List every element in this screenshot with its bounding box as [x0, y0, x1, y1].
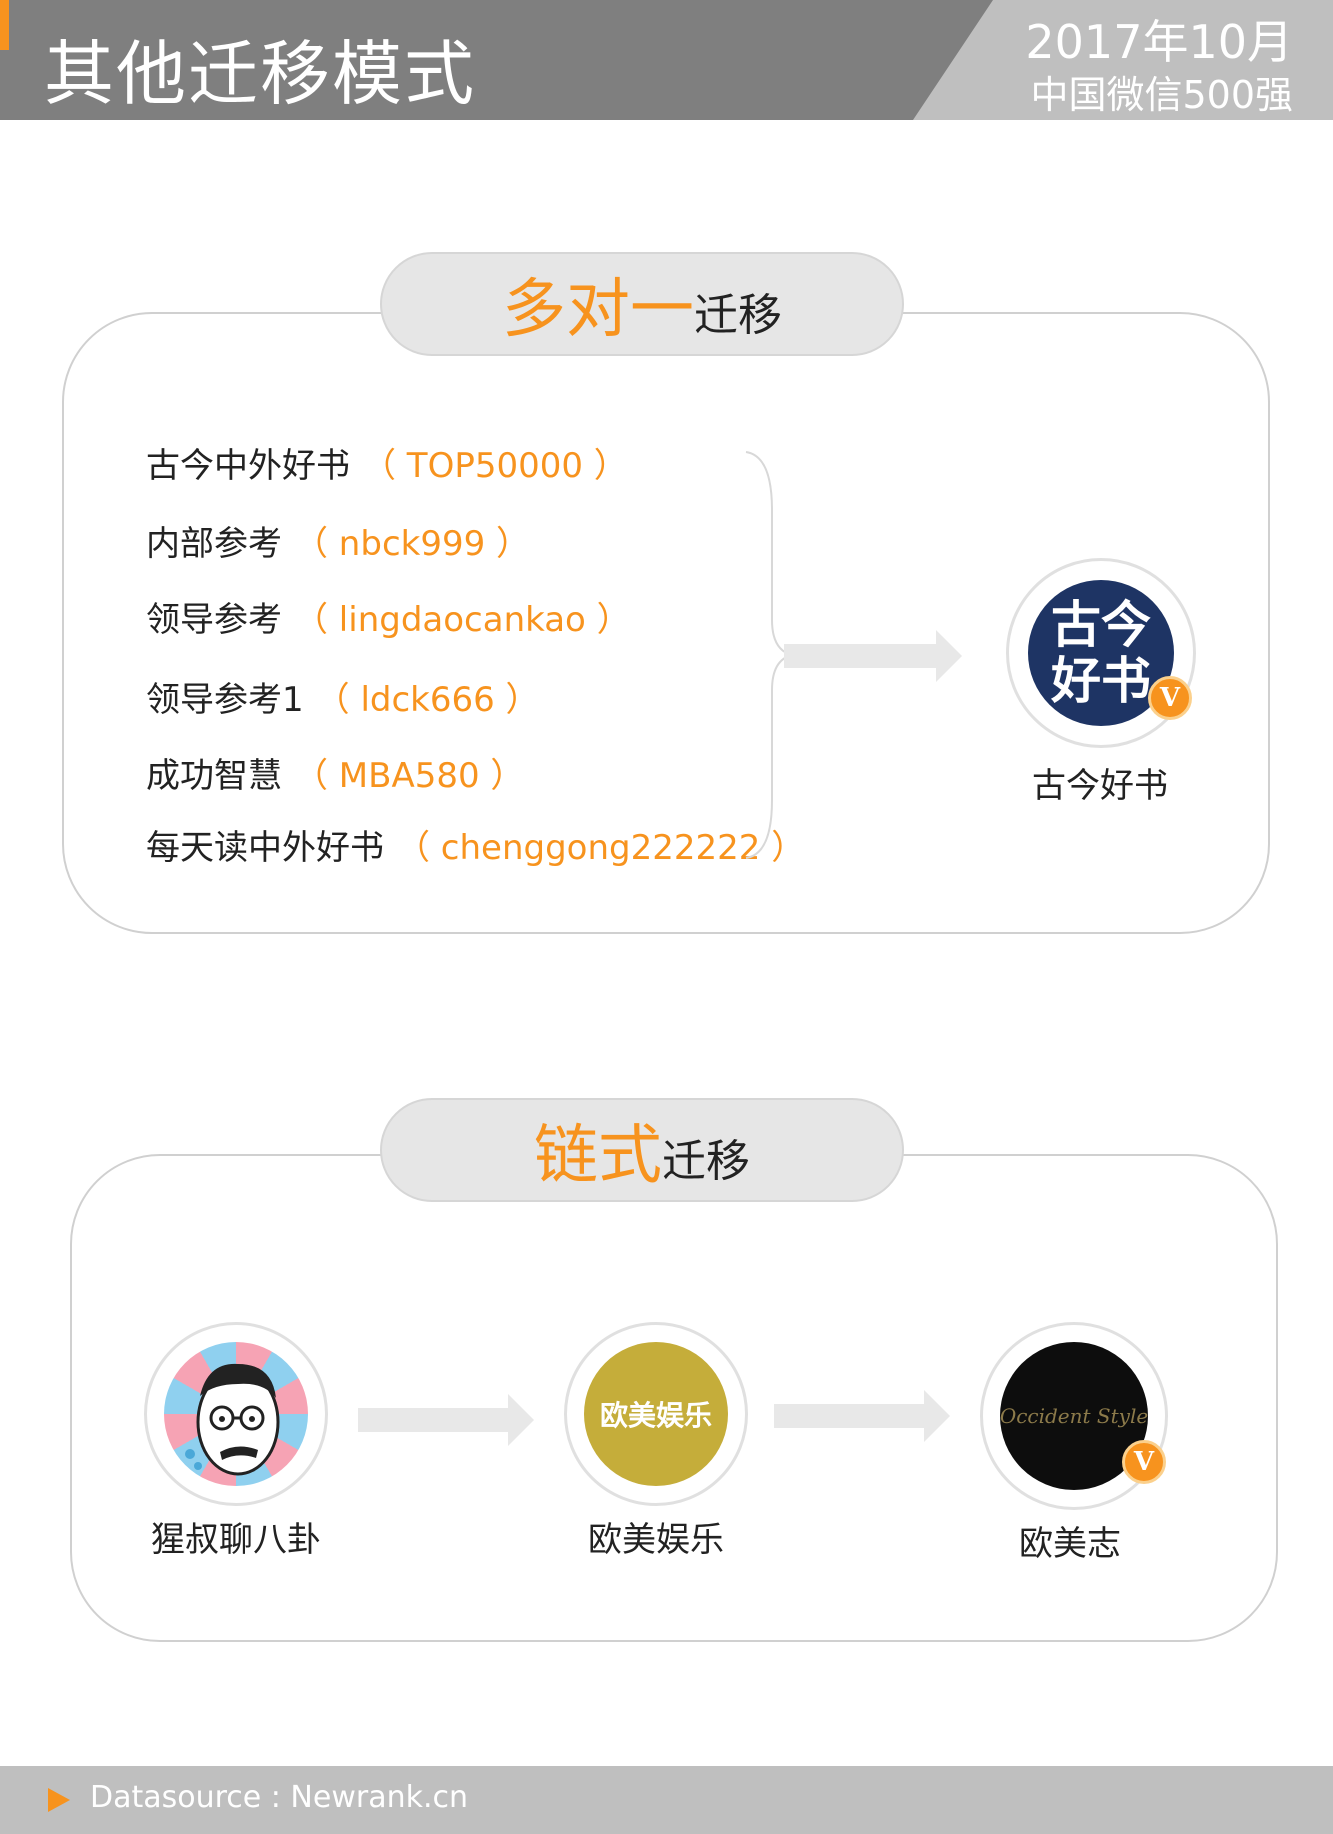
- source-id: （ chenggong222222 ）: [396, 827, 806, 868]
- footer-bar: Datasource : Newrank.cn: [0, 1766, 1333, 1834]
- cartoon-face-avatar: [164, 1342, 308, 1486]
- source-item: 每天读中外好书 （ chenggong222222 ）: [146, 816, 805, 872]
- logo-text-line1: 古今: [1051, 596, 1151, 654]
- source-id: （ MBA580 ）: [294, 755, 525, 796]
- source-item: 内部参考 （ nbck999 ）: [146, 512, 530, 568]
- target-account-label: 古今好书: [1032, 766, 1168, 806]
- verified-badge-icon: V: [1122, 1440, 1166, 1484]
- logo-text: 欧美娱乐: [599, 1399, 712, 1432]
- source-name: 内部参考: [146, 523, 282, 564]
- chain-title-rest: 迁移: [662, 1136, 750, 1187]
- cartoon-face-icon: [185, 1363, 280, 1476]
- source-item: 成功智慧 （ MBA580 ）: [146, 744, 524, 800]
- arrow-right-icon: [774, 1390, 950, 1442]
- many-to-one-title-rest: 迁移: [694, 290, 782, 341]
- page-title: 其他迁移模式: [44, 33, 476, 115]
- logo-text-line2: 好书: [1051, 652, 1151, 710]
- source-item: 领导参考1 （ ldck666 ）: [146, 668, 540, 724]
- source-id: （ ldck666 ）: [315, 679, 540, 720]
- account-label: 猩叔聊八卦: [151, 1520, 321, 1560]
- many-to-one-title-highlight: 多对一: [502, 273, 694, 347]
- source-name: 每天读中外好书: [146, 827, 384, 868]
- play-triangle-icon: [48, 1788, 70, 1812]
- header-date: 2017年10月: [1025, 15, 1293, 69]
- many-to-one-title: 多对一 迁移: [380, 252, 904, 356]
- verified-badge-icon: V: [1148, 676, 1192, 720]
- chain-title-highlight: 链式: [534, 1119, 662, 1193]
- source-id: （ TOP50000 ）: [362, 445, 628, 486]
- account-label: 欧美志: [1019, 1524, 1121, 1564]
- header-right-block: [913, 0, 1333, 120]
- source-item: 领导参考 （ lingdaocankao ）: [146, 588, 631, 644]
- source-name: 成功智慧: [146, 755, 282, 796]
- source-name: 领导参考1: [146, 679, 304, 720]
- header-subtitle: 中国微信500强: [1030, 73, 1293, 117]
- source-id: （ nbck999 ）: [294, 523, 531, 564]
- ouyou-yule-logo: 欧美娱乐: [584, 1342, 728, 1486]
- arrow-right-icon: [784, 630, 962, 682]
- datasource-text: Datasource : Newrank.cn: [90, 1780, 469, 1815]
- arrow-right-icon: [358, 1394, 534, 1446]
- source-name: 古今中外好书: [146, 445, 350, 486]
- logo-text: Occident Style: [1000, 1404, 1148, 1428]
- header-accent-mark: [0, 0, 9, 50]
- source-id: （ lingdaocankao ）: [294, 599, 631, 640]
- chain-title: 链式 迁移: [380, 1098, 904, 1202]
- source-item: 古今中外好书 （ TOP50000 ）: [146, 434, 628, 490]
- source-name: 领导参考: [146, 599, 282, 640]
- account-label: 欧美娱乐: [588, 1520, 724, 1560]
